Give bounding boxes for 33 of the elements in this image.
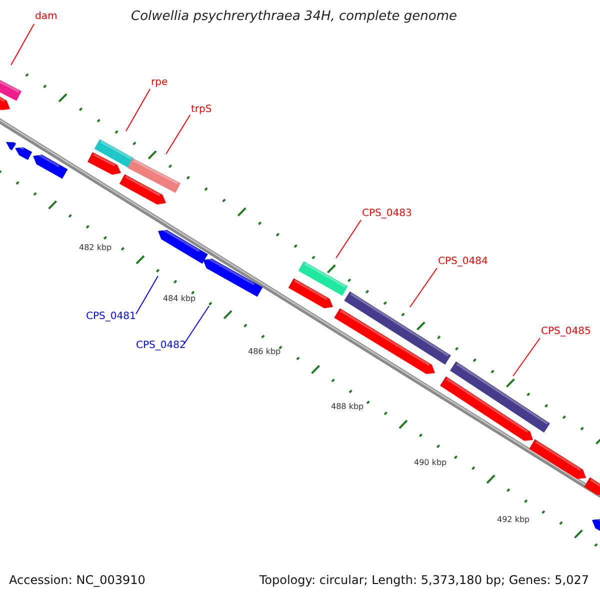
scale-label: 484 kbp	[163, 294, 196, 304]
gene-label: CPS_0481	[86, 311, 136, 322]
gene-block	[94, 139, 134, 168]
scale-label: 482 kbp	[79, 243, 112, 252]
leader-line	[512, 338, 540, 376]
gene-block	[203, 256, 263, 297]
gene-label: CPS_0482	[136, 340, 186, 352]
leader-line	[10, 24, 34, 66]
scale-label: 490 kbp	[414, 458, 447, 468]
title: Colwellia psychrerythraea 34H, complete genome	[131, 10, 457, 25]
accession-text: Accession: NC_003910	[9, 574, 146, 588]
leader-line	[184, 306, 210, 344]
gene-label: CPS_0484	[438, 256, 488, 268]
leader-line	[410, 268, 438, 308]
gene-block	[344, 291, 451, 365]
gene-block	[158, 228, 208, 264]
gene-block	[128, 158, 180, 193]
scale-label: 492 kbp	[497, 515, 530, 524]
genome-stats-text: Topology: circular; Length: 5,373,180 bp; Genes: 5,027	[259, 574, 589, 588]
leader-line	[126, 88, 150, 132]
leader-line	[166, 114, 190, 154]
gene-block	[0, 77, 22, 101]
gene-label: dam	[35, 11, 58, 22]
gene-label: rpe	[151, 77, 168, 88]
gene-label: CPS_0483	[362, 208, 412, 220]
gene-label: CPS_0485	[541, 326, 591, 338]
gene-label: trpS	[191, 104, 212, 116]
scale-label: 488 kbp	[331, 402, 364, 412]
leader-line	[336, 220, 362, 258]
leader-line	[136, 276, 158, 314]
gene-block	[450, 361, 550, 433]
scale-label: 486 kbp	[248, 347, 281, 356]
gene-block	[298, 261, 348, 296]
